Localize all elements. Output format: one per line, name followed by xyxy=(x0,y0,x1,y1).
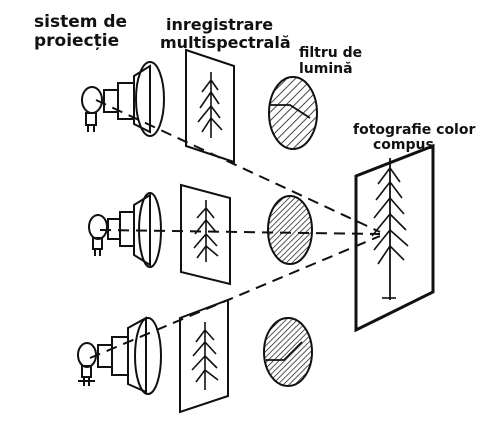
light-beam-top xyxy=(95,99,381,233)
label-composite-photo-line1: fotografie color xyxy=(353,122,476,138)
composite-photo-frame xyxy=(354,143,435,333)
light-filter-bottom xyxy=(263,317,313,387)
light-filter-middle xyxy=(267,195,313,265)
label-light-filter-line2: lumină xyxy=(299,61,353,77)
label-composite-photo-line2: compus xyxy=(373,137,434,153)
projector-top xyxy=(81,61,165,137)
projector-bottom xyxy=(77,316,162,395)
label-projection-system-line2: proiecție xyxy=(34,31,120,51)
label-multispectral-recording-line1: inregistrare xyxy=(166,15,274,34)
recording-frame-bottom xyxy=(179,298,229,414)
label-multispectral-recording-line2: multispectrală xyxy=(160,33,291,52)
label-light-filter-line1: filtru de xyxy=(299,45,363,61)
label-projection-system-line1: sistem de xyxy=(34,12,128,32)
light-beam-middle xyxy=(99,229,381,235)
recording-frame-middle xyxy=(180,183,231,286)
light-filter-top xyxy=(268,76,318,150)
light-beam-bottom xyxy=(89,235,381,359)
recording-frame-top xyxy=(185,48,235,164)
